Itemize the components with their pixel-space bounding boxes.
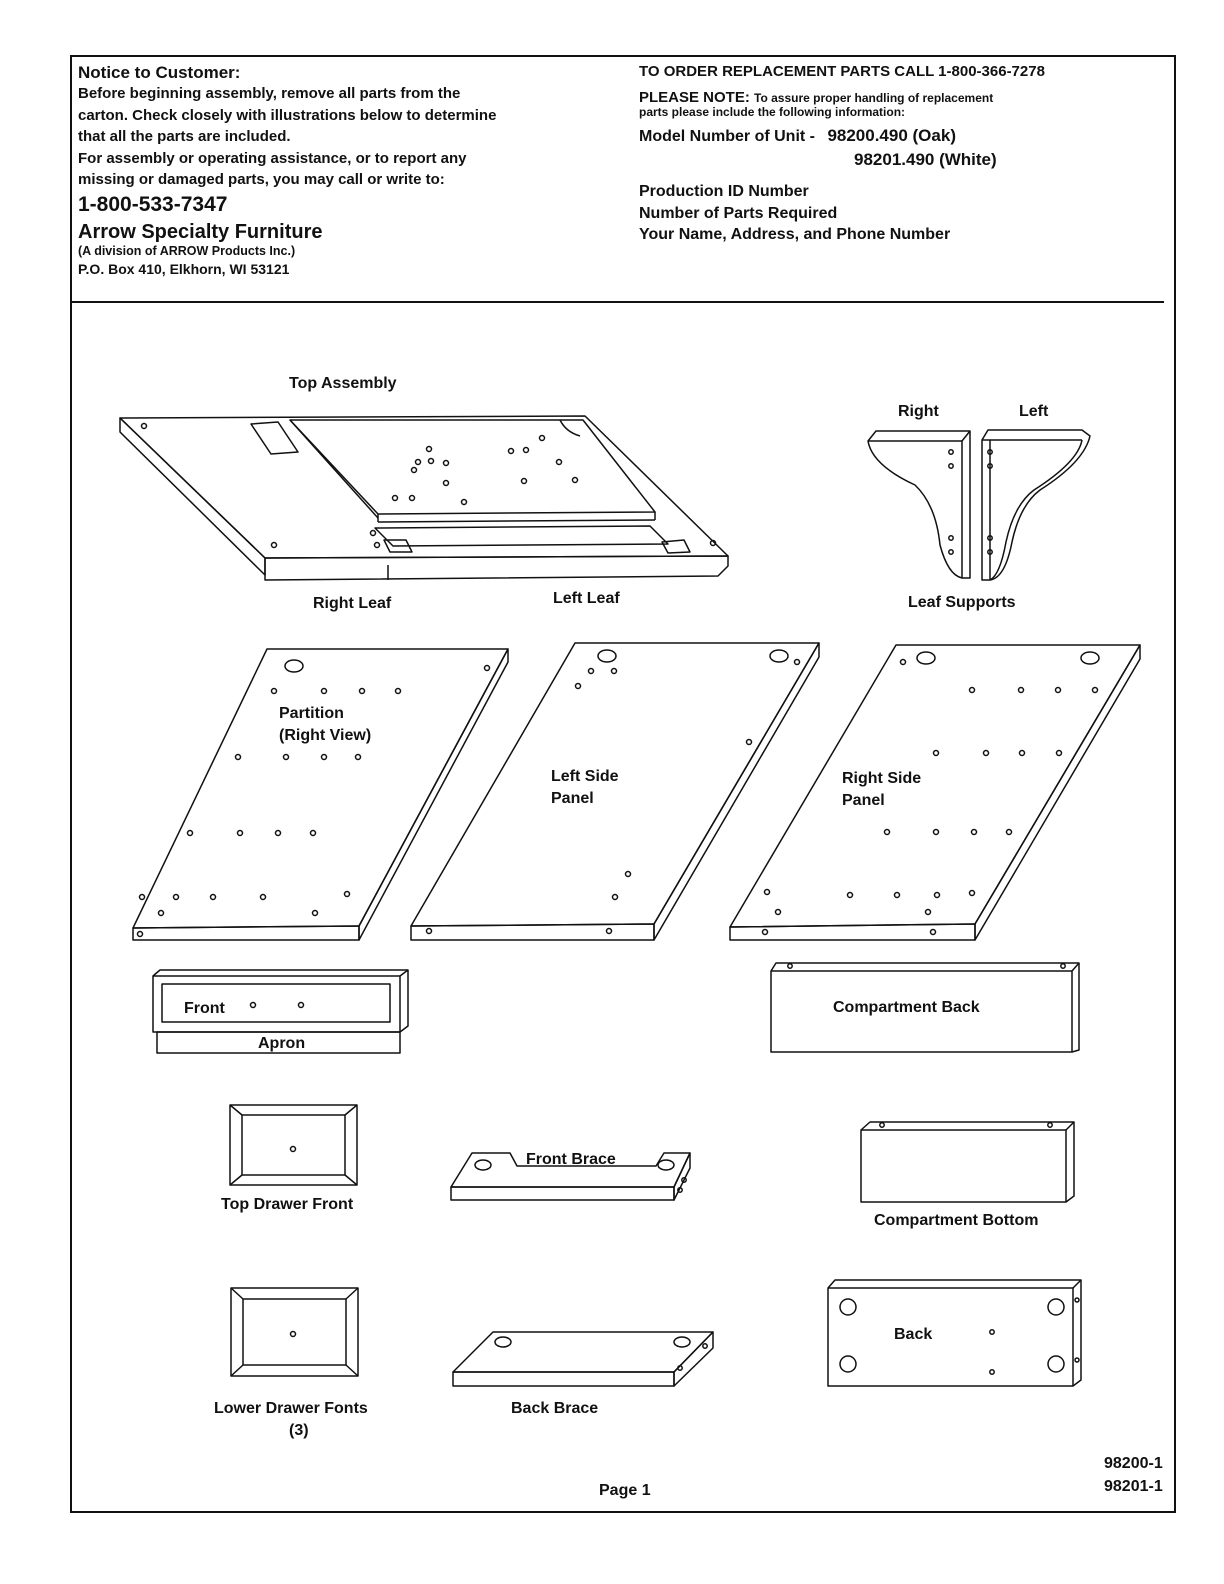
label-top-assembly: Top Assembly bbox=[289, 375, 397, 392]
model-white: 98201.490 (White) bbox=[854, 150, 997, 169]
please-note: PLEASE NOTE: To assure proper handling o… bbox=[639, 90, 1169, 106]
notice-line: carton. Check closely with illustrations… bbox=[78, 106, 497, 124]
company-division: (A division of ARROW Products Inc.) bbox=[78, 243, 296, 258]
front-brace-drawing bbox=[451, 1153, 690, 1200]
back-drawing bbox=[828, 1280, 1081, 1386]
label-partition: Partition bbox=[279, 705, 344, 722]
label-right-leaf: Right Leaf bbox=[313, 595, 392, 612]
label-lower-drawer-count: (3) bbox=[289, 1422, 309, 1439]
lower-drawer-front-drawing bbox=[231, 1288, 358, 1376]
company-address: P.O. Box 410, Elkhorn, WI 53121 bbox=[78, 260, 290, 277]
front-apron-drawing bbox=[153, 970, 408, 1053]
please-note-text-2: parts please include the following infor… bbox=[639, 105, 906, 119]
please-note-text: To assure proper handling of replacement bbox=[754, 91, 994, 105]
label-left-side-panel: Panel bbox=[551, 790, 594, 807]
notice-line: missing or damaged parts, you may call o… bbox=[78, 171, 445, 188]
company-name: Arrow Specialty Furniture bbox=[78, 220, 323, 243]
left-side-panel-drawing bbox=[411, 643, 819, 940]
order-item-production-id: Production ID Number bbox=[639, 183, 809, 200]
right-side-panel-drawing bbox=[730, 645, 1140, 940]
label-back: Back bbox=[894, 1326, 933, 1343]
label-right-support: Right bbox=[898, 403, 939, 420]
top-assembly-drawing bbox=[120, 416, 728, 580]
back-brace-drawing bbox=[453, 1332, 713, 1386]
model-label: Model Number of Unit - bbox=[639, 128, 815, 145]
label-front: Front bbox=[184, 1000, 225, 1017]
label-leaf-supports: Leaf Supports bbox=[908, 594, 1016, 611]
label-apron: Apron bbox=[258, 1035, 306, 1052]
partition-drawing bbox=[133, 649, 508, 940]
label-front-brace: Front Brace bbox=[526, 1151, 616, 1168]
please-note-label: PLEASE NOTE: bbox=[639, 89, 750, 106]
notice-block: Notice to Customer: Before beginning ass… bbox=[78, 62, 608, 279]
notice-line: Before beginning assembly, remove all pa… bbox=[78, 85, 461, 102]
notice-heading: Notice to Customer: bbox=[78, 63, 241, 82]
label-back-brace: Back Brace bbox=[511, 1400, 599, 1417]
label-compartment-back: Compartment Back bbox=[833, 999, 980, 1016]
label-left-support: Left bbox=[1019, 403, 1049, 420]
order-block: TO ORDER REPLACEMENT PARTS CALL 1-800-36… bbox=[639, 62, 1169, 246]
label-right-side-panel: Panel bbox=[842, 792, 885, 809]
label-partition-view: (Right View) bbox=[279, 727, 372, 744]
label-left-leaf: Left Leaf bbox=[553, 590, 620, 607]
page-number: Page 1 bbox=[599, 1482, 651, 1499]
document-code-1: 98200-1 bbox=[1104, 1455, 1163, 1472]
model-line: Model Number of Unit - 98200.490 (Oak) bbox=[639, 124, 1169, 148]
label-lower-drawer-fonts: Lower Drawer Fonts bbox=[214, 1400, 368, 1417]
notice-line: For assembly or operating assistance, or… bbox=[78, 149, 467, 167]
order-heading: TO ORDER REPLACEMENT PARTS CALL 1-800-36… bbox=[639, 63, 1045, 80]
leaf-supports-drawing bbox=[868, 430, 1090, 580]
compartment-back-drawing bbox=[771, 963, 1079, 1052]
top-drawer-front-drawing bbox=[230, 1105, 357, 1185]
header-divider bbox=[70, 301, 1164, 303]
label-compartment-bottom: Compartment Bottom bbox=[874, 1212, 1039, 1229]
page-frame bbox=[70, 55, 1176, 1513]
label-left-side: Left Side bbox=[551, 768, 619, 785]
label-right-side: Right Side bbox=[842, 770, 922, 787]
label-top-drawer-front: Top Drawer Front bbox=[221, 1196, 354, 1213]
compartment-bottom-drawing bbox=[861, 1122, 1074, 1202]
document-code-2: 98201-1 bbox=[1104, 1478, 1163, 1495]
model-oak: 98200.490 (Oak) bbox=[827, 126, 956, 145]
order-item-parts-required: Number of Parts Required bbox=[639, 204, 838, 222]
order-item-contact: Your Name, Address, and Phone Number bbox=[639, 226, 951, 243]
notice-line: that all the parts are included. bbox=[78, 128, 291, 145]
assistance-phone: 1-800-533-7347 bbox=[78, 192, 228, 216]
